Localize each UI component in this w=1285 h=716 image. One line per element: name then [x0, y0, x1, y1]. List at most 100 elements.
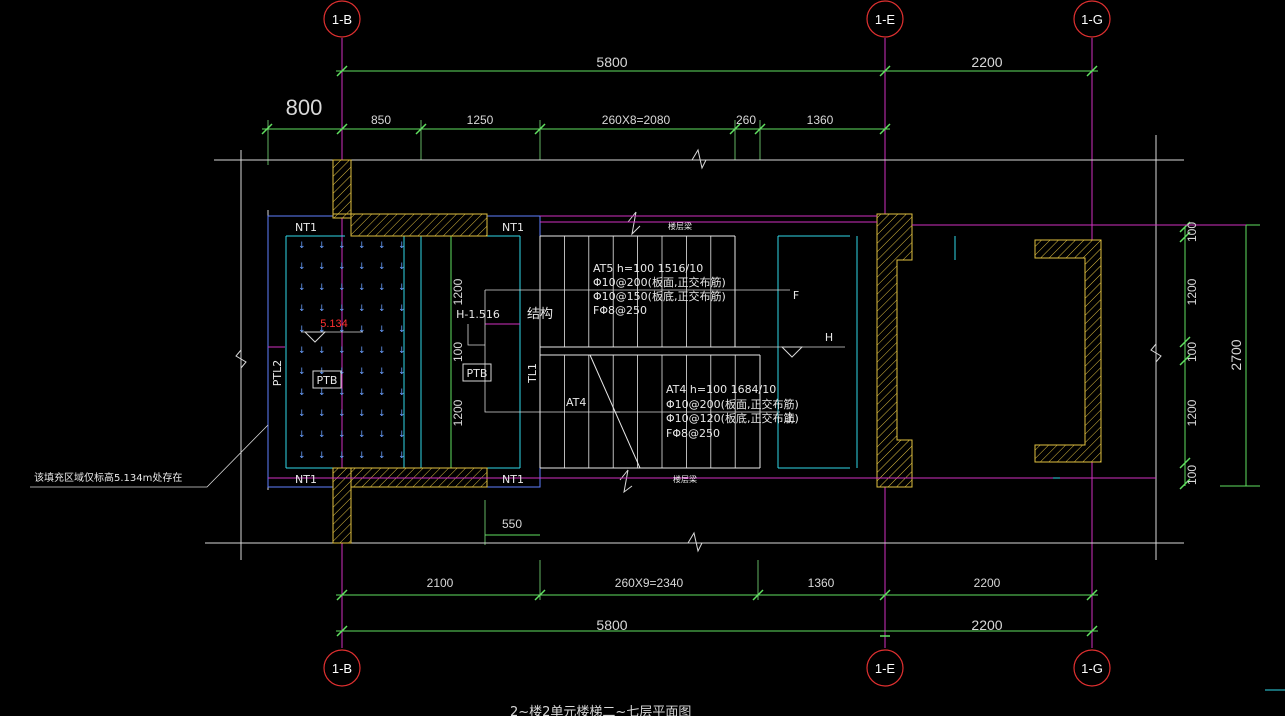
- fill-arrow-glyph: ↓: [298, 325, 306, 335]
- fill-arrow-glyph: ↓: [378, 451, 386, 461]
- break-marks: [235, 148, 1162, 553]
- fill-arrow-glyph: ↓: [298, 451, 306, 461]
- fill-arrow-glyph: ↓: [318, 241, 326, 251]
- fill-arrow-glyph: ↓: [378, 241, 386, 251]
- label-at4: AT4: [566, 396, 586, 409]
- fill-arrow-glyph: ↓: [358, 325, 366, 335]
- label-ptl2: PTL2: [271, 360, 284, 386]
- label-shang: 上: [785, 411, 796, 424]
- fill-arrow-glyph: ↓: [318, 367, 326, 377]
- column-markers: [1053, 477, 1285, 691]
- fill-arrow-glyph: ↓: [398, 262, 406, 272]
- leader-lines: [30, 289, 845, 488]
- label-tl1: TL1: [526, 363, 539, 384]
- label-ptb-b: PTB: [467, 367, 488, 380]
- at5-line1: AT5 h=100 1516/10: [593, 262, 703, 275]
- fill-arrow-glyph: ↓: [298, 388, 306, 398]
- fill-arrow-glyph: ↓: [298, 304, 306, 314]
- fill-arrow-glyph: ↓: [298, 346, 306, 356]
- dim-l-1200a: 1200: [451, 278, 465, 305]
- label-louceng-top: 楼层梁: [668, 221, 692, 231]
- fill-arrow-glyph: ↓: [318, 409, 326, 419]
- at4-line2: Φ10@200(板面,正交布筋): [666, 397, 799, 411]
- dim-r-100a: 100: [1185, 222, 1199, 242]
- dim-850: 850: [371, 113, 391, 127]
- fill-arrow-glyph: ↓: [338, 283, 346, 293]
- fill-arrow-glyph: ↓: [338, 430, 346, 440]
- axis-label-1g-bottom: 1-G: [1081, 661, 1103, 676]
- dim-r-2700: 2700: [1228, 339, 1244, 370]
- fill-arrow-glyph: ↓: [398, 451, 406, 461]
- fill-arrow-glyph: ↓: [318, 346, 326, 356]
- dim-800: 800: [286, 95, 323, 120]
- dim-r-100c: 100: [1185, 465, 1199, 485]
- at5-line4: FΦ8@250: [593, 304, 647, 317]
- fill-arrow-glyph: ↓: [318, 325, 326, 335]
- left-dims: 1200 100 1200: [451, 278, 465, 426]
- label-ptb-a: PTB: [317, 374, 338, 387]
- fill-arrow-glyph: ↓: [318, 262, 326, 272]
- fill-arrow-glyph: ↓: [398, 241, 406, 251]
- fill-arrow-glyph: ↓: [378, 325, 386, 335]
- fill-arrow-glyph: ↓: [338, 409, 346, 419]
- dim-r-1200a: 1200: [1185, 278, 1199, 305]
- fill-arrow-glyph: ↓: [398, 304, 406, 314]
- fill-arrow-glyph: ↓: [358, 346, 366, 356]
- fill-arrow-glyph: ↓: [298, 262, 306, 272]
- landing-fill: ↓ ↓ ↓ ↓ ↓ ↓ ↓ ↓ ↓ ↓ ↓ ↓ ↓ ↓ ↓ ↓ ↓ ↓ ↓ ↓ ↓ ↓ ↓ ↓ ↓ ↓ ↓ ↓ ↓ ↓ ↓ ↓ ↓ ↓ ↓ ↓ ↓ ↓ ↓ ↓…: [298, 241, 406, 461]
- at5-line2: Φ10@200(板面,正交布筋): [593, 275, 726, 289]
- stair-outline: [267, 215, 956, 488]
- axis-label-1b-top: 1-B: [332, 12, 352, 27]
- fill-arrow-glyph: ↓: [378, 283, 386, 293]
- stair-treads: [564, 236, 736, 468]
- fill-arrow-glyph: ↓: [378, 304, 386, 314]
- dim-top-2200: 2200: [971, 54, 1002, 70]
- label-nt1-d: NT1: [502, 473, 524, 486]
- fill-arrow-glyph: ↓: [318, 283, 326, 293]
- dim-1250: 1250: [467, 113, 494, 127]
- fill-arrow-glyph: ↓: [298, 283, 306, 293]
- fill-arrow-glyph: ↓: [378, 430, 386, 440]
- fill-arrow-glyph: ↓: [318, 388, 326, 398]
- fill-arrow-glyph: ↓: [358, 451, 366, 461]
- fill-arrow-glyph: ↓: [398, 388, 406, 398]
- extension-lines: [267, 120, 761, 600]
- label-h: H: [825, 331, 833, 344]
- at4-line4: FΦ8@250: [666, 427, 720, 440]
- at4-line1: AT4 h=100 1684/10: [666, 383, 776, 396]
- fill-arrow-glyph: ↓: [398, 325, 406, 335]
- dim-1360-top: 1360: [807, 113, 834, 127]
- fill-arrow-glyph: ↓: [398, 367, 406, 377]
- fill-arrow-glyph: ↓: [318, 451, 326, 461]
- dim-550: 550: [502, 517, 522, 531]
- dim-2340: 260X9=2340: [615, 576, 684, 590]
- fill-arrow-glyph: ↓: [298, 241, 306, 251]
- fill-arrow-glyph: ↓: [398, 430, 406, 440]
- label-h1516: H-1.516: [456, 308, 500, 321]
- dimension-ticks: [261, 65, 1191, 637]
- fill-arrow-glyph: ↓: [398, 409, 406, 419]
- fill-arrow-glyph: ↓: [378, 262, 386, 272]
- beams: [268, 215, 1246, 479]
- fill-arrow-glyph: ↓: [378, 388, 386, 398]
- fill-arrow-glyph: ↓: [318, 430, 326, 440]
- at4-line3: Φ10@120(板底,正交布筋): [666, 411, 799, 425]
- label-nt1-a: NT1: [295, 221, 317, 234]
- fill-arrow-glyph: ↓: [358, 241, 366, 251]
- fill-arrow-glyph: ↓: [358, 262, 366, 272]
- label-nt1-c: NT1: [295, 473, 317, 486]
- drawing-title: 2~楼2单元楼梯二~七层平面图: [510, 705, 691, 716]
- fill-arrow-glyph: ↓: [398, 283, 406, 293]
- fill-arrow-glyph: ↓: [298, 430, 306, 440]
- dim-r-100b: 100: [1185, 342, 1199, 362]
- dim-2080: 260X8=2080: [602, 113, 671, 127]
- label-nt1-b: NT1: [502, 221, 524, 234]
- level-5134: 5.134: [320, 318, 348, 330]
- fill-arrow-glyph: ↓: [338, 388, 346, 398]
- fill-arrow-glyph: ↓: [338, 241, 346, 251]
- axis-bubbles: [323, 0, 1111, 687]
- fill-arrow-glyph: ↓: [378, 346, 386, 356]
- dim-2200-bottom: 2200: [974, 576, 1001, 590]
- fill-arrow-glyph: ↓: [378, 367, 386, 377]
